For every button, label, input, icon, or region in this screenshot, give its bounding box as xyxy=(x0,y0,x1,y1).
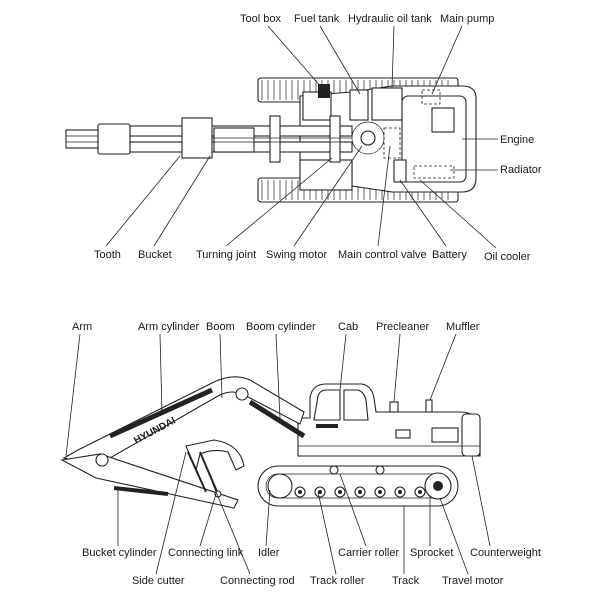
label-connecting-link: Connecting link xyxy=(168,547,244,559)
top-engine-block xyxy=(431,107,455,133)
top-tool-box-dark xyxy=(318,84,330,98)
track-roller-hub xyxy=(298,490,302,494)
side-track-rollers xyxy=(294,486,426,498)
label-travel-motor: Travel motor xyxy=(442,575,504,587)
label-fuel-tank: Fuel tank xyxy=(294,13,340,25)
label-cab: Cab xyxy=(338,321,358,333)
label-battery: Battery xyxy=(432,249,467,261)
side-carrier-roller-2 xyxy=(375,465,385,475)
label-turning-joint: Turning joint xyxy=(196,249,256,261)
label-arm: Arm xyxy=(72,321,92,333)
side-cab-window-front xyxy=(313,389,341,421)
label-precleaner: Precleaner xyxy=(376,321,430,333)
label-radiator: Radiator xyxy=(500,164,542,176)
label-sprocket: Sprocket xyxy=(410,547,453,559)
top-main-pump-dashed xyxy=(421,89,441,105)
label-swing-motor: Swing motor xyxy=(266,249,327,261)
label-tooth: Tooth xyxy=(94,249,121,261)
label-muffler: Muffler xyxy=(446,321,480,333)
side-leader-lines xyxy=(65,333,491,575)
side-connecting-rod xyxy=(187,451,207,493)
side-boom xyxy=(62,376,305,467)
top-bucket xyxy=(65,123,131,155)
track-roller-hub xyxy=(398,490,402,494)
side-boom-pivot xyxy=(235,387,249,401)
label-carrier-roller: Carrier roller xyxy=(338,547,399,559)
label-track-roller: Track roller xyxy=(310,575,365,587)
label-track: Track xyxy=(392,575,420,587)
top-leader-lines xyxy=(105,25,498,249)
label-engine: Engine xyxy=(500,134,534,146)
top-hydraulic-tank xyxy=(371,87,403,121)
label-oil-cooler: Oil cooler xyxy=(484,251,531,263)
side-muffler xyxy=(425,399,433,413)
side-precleaner xyxy=(389,401,399,413)
top-battery xyxy=(393,159,407,183)
side-carrier-roller-1 xyxy=(329,465,339,475)
label-bucket: Bucket xyxy=(138,249,172,261)
label-idler: Idler xyxy=(258,547,280,559)
top-main-control-valve xyxy=(383,127,401,159)
label-boom: Boom xyxy=(206,321,235,333)
side-arm-pivot xyxy=(95,453,109,467)
label-main-pump: Main pump xyxy=(440,13,494,25)
side-view: HYUNDAI Arm Arm cylinder Boom Boom cylin… xyxy=(60,321,541,587)
side-bucket-cylinder xyxy=(113,486,169,496)
side-boom-cylinder xyxy=(248,399,306,439)
side-arm-cylinder xyxy=(108,387,214,439)
side-bucket xyxy=(185,439,245,472)
side-connecting-link xyxy=(199,451,219,495)
label-bucket-cylinder: Bucket cylinder xyxy=(82,547,157,559)
top-fuel-tank xyxy=(349,89,369,121)
top-turning-joint xyxy=(360,130,376,146)
top-view: Tool box Fuel tank Hydraulic oil tank Ma… xyxy=(65,13,542,263)
label-main-control-valve: Main control valve xyxy=(338,249,427,261)
top-cab-floor xyxy=(299,159,353,191)
side-panel-grille xyxy=(431,427,459,443)
label-hydraulic-oil-tank: Hydraulic oil tank xyxy=(348,13,432,25)
top-boom-arm xyxy=(129,115,353,163)
label-connecting-rod: Connecting rod xyxy=(220,575,295,587)
side-cab-logo-plate xyxy=(316,424,338,428)
track-roller-hub xyxy=(338,490,342,494)
side-panel-latch xyxy=(395,429,411,439)
side-idler xyxy=(267,473,293,499)
label-tool-box: Tool box xyxy=(240,13,281,25)
track-roller-hub xyxy=(418,490,422,494)
side-track-frame xyxy=(257,465,459,507)
label-arm-cylinder: Arm cylinder xyxy=(138,321,199,333)
side-counterweight xyxy=(461,413,481,457)
track-roller-hub xyxy=(378,490,382,494)
label-counterweight: Counterweight xyxy=(470,547,541,559)
track-roller-hub xyxy=(358,490,362,494)
label-boom-cylinder: Boom cylinder xyxy=(246,321,316,333)
side-arm xyxy=(60,453,239,509)
label-side-cutter: Side cutter xyxy=(132,575,185,587)
side-cab-window-rear xyxy=(343,389,369,421)
track-roller-hub xyxy=(318,490,322,494)
side-sprocket-hub xyxy=(433,481,443,491)
top-radiator-dashed xyxy=(413,165,455,179)
